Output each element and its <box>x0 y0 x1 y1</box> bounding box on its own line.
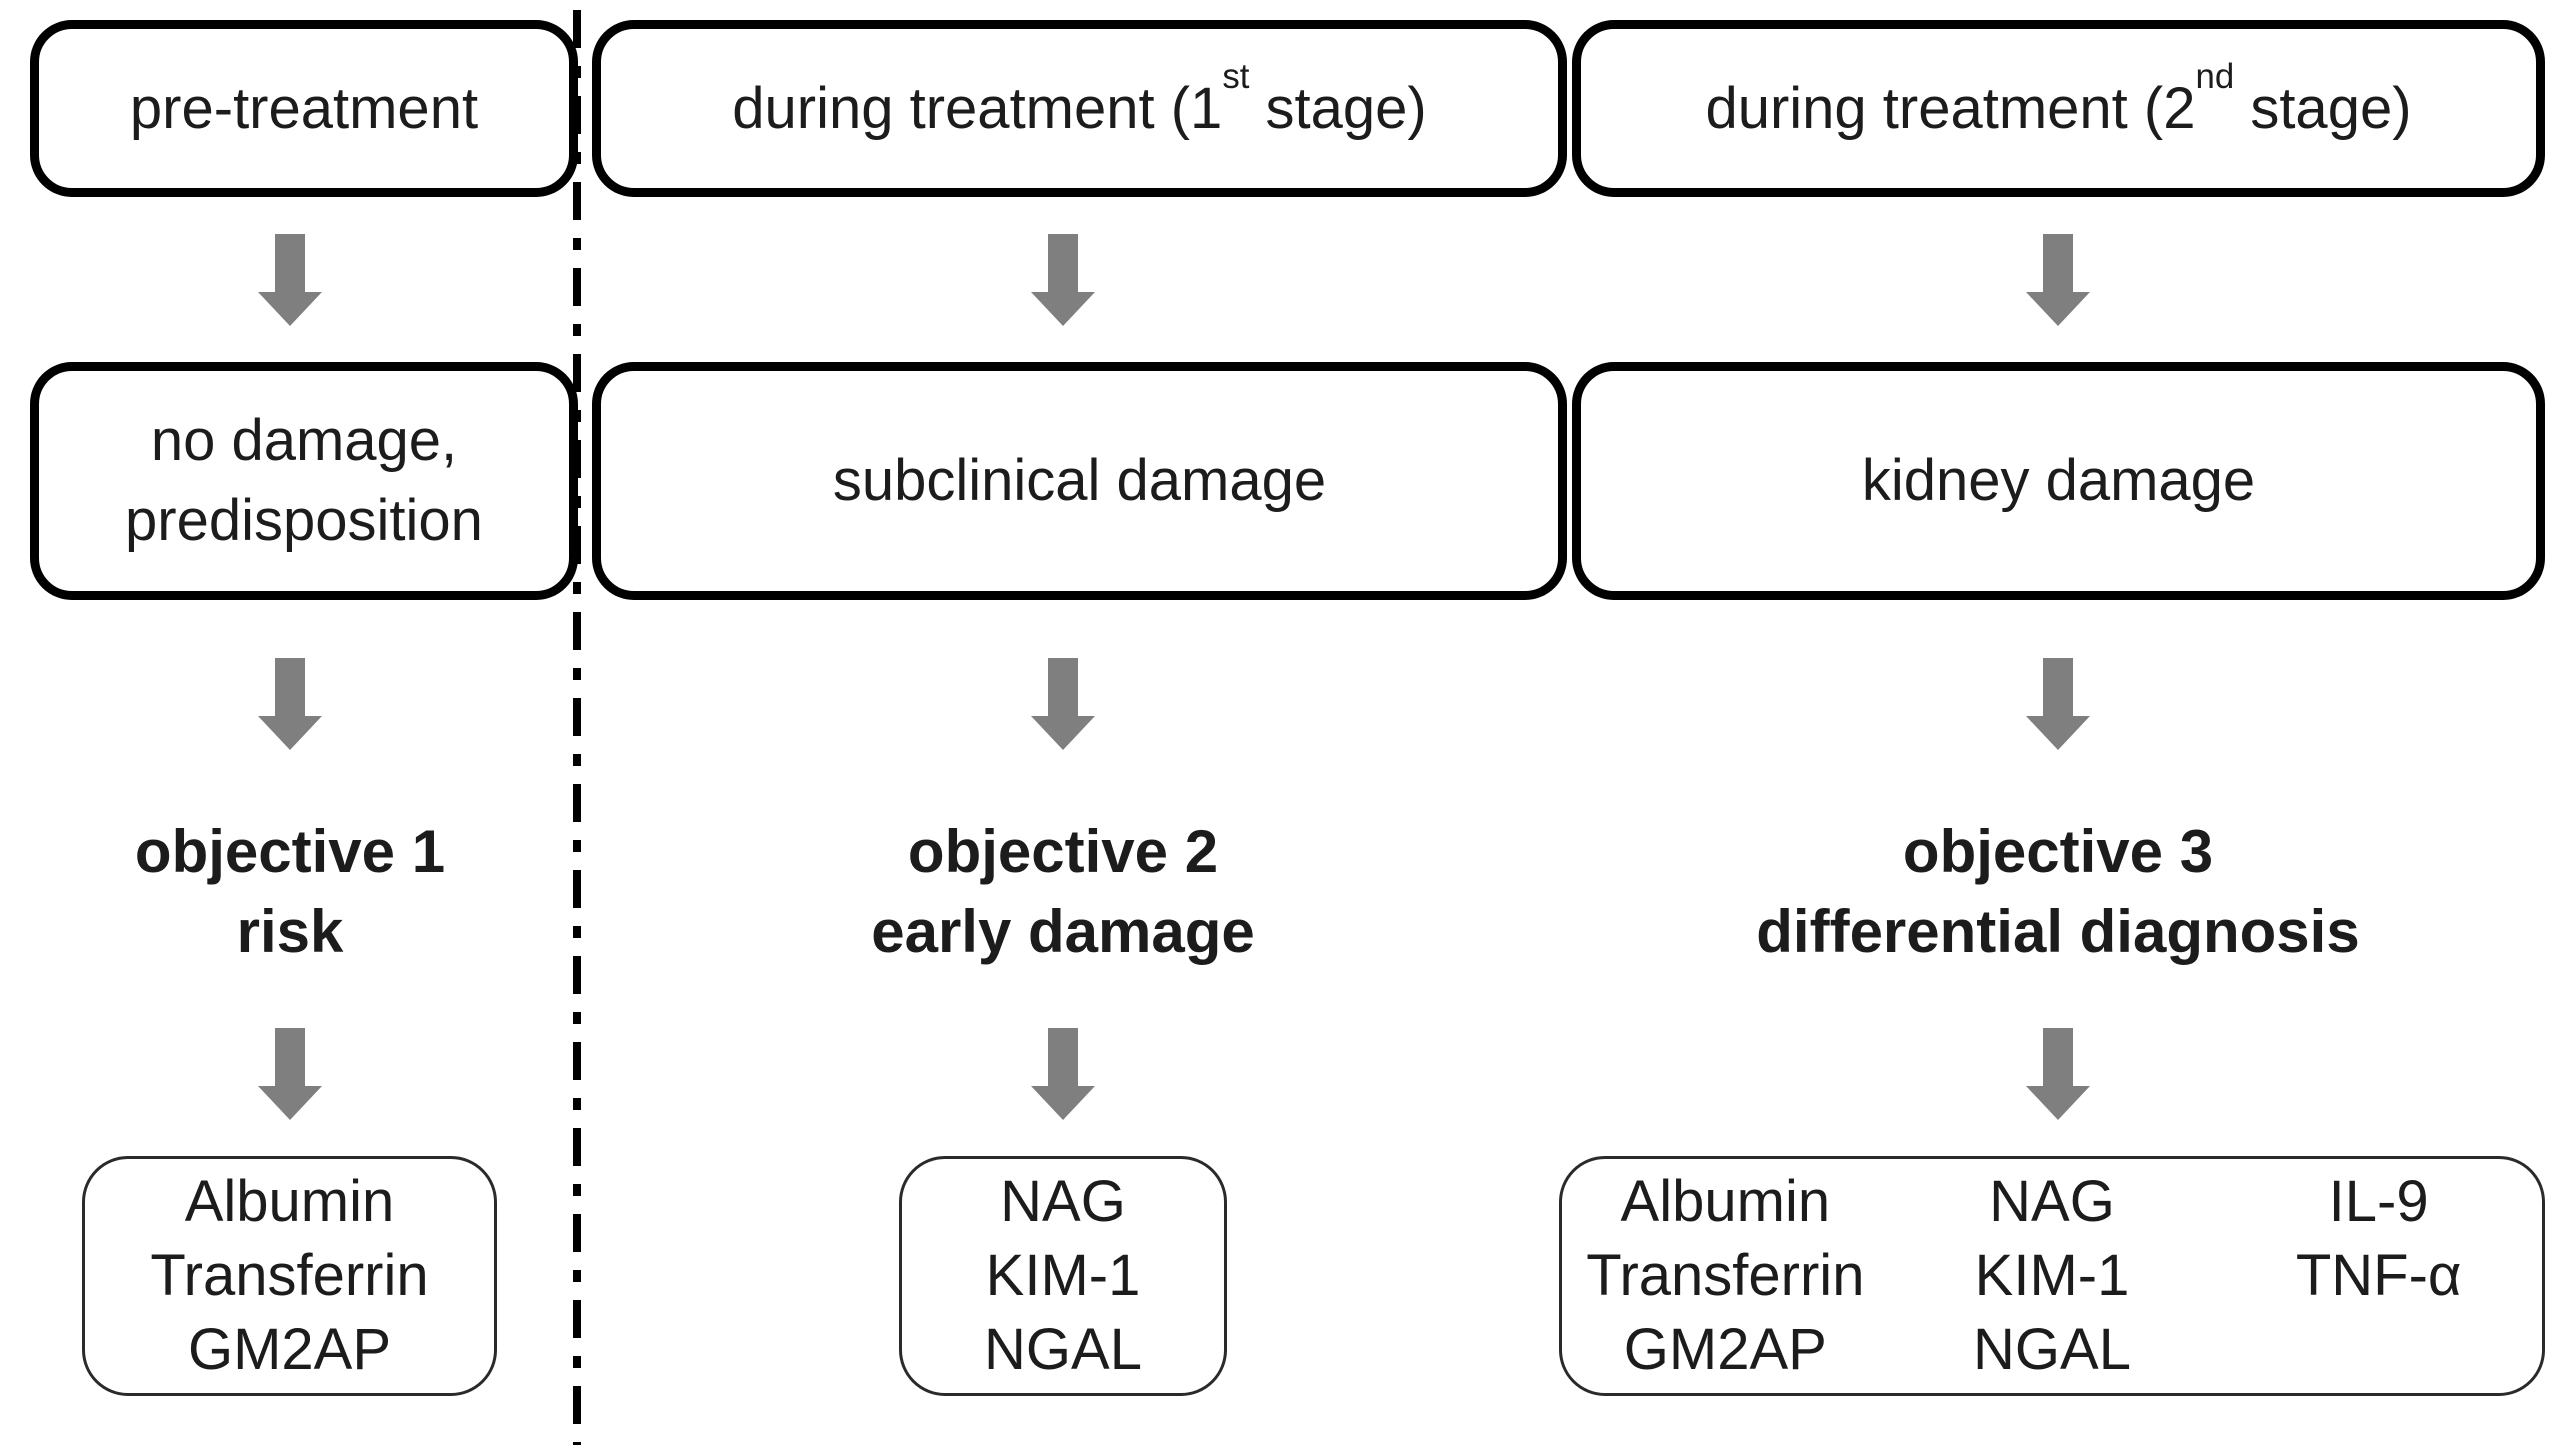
biomarker-list: NAG KIM-1 NGAL <box>984 1165 1142 1387</box>
state-box-kidney-damage: kidney damage <box>1572 362 2545 600</box>
state-label: subclinical damage <box>832 448 1327 513</box>
arrow-shaft <box>2043 1028 2073 1086</box>
biomarker-item: NGAL <box>984 1317 1142 1382</box>
biomarker-item: Albumin <box>1620 1169 1831 1234</box>
arrow-shaft <box>275 234 305 292</box>
biomarker-item: GM2AP <box>187 1317 392 1382</box>
biomarker-item: NAG <box>1000 1169 1126 1234</box>
biomarker-item: KIM-1 <box>1974 1243 2130 1308</box>
biomarker-list: Albumin Transferrin GM2AP <box>1562 1165 1889 1387</box>
biomarker-item: KIM-1 <box>985 1243 1141 1308</box>
arrow-head <box>258 292 322 326</box>
down-arrow-icon <box>2026 658 2090 750</box>
objective-subtitle: differential diagnosis <box>1756 898 2360 965</box>
arrow-shaft <box>275 1028 305 1086</box>
state-box-no-damage: no damage, predisposition <box>30 362 578 600</box>
arrow-head <box>258 1086 322 1120</box>
objective-subtitle: early damage <box>871 898 1255 965</box>
arrow-head <box>1031 716 1095 750</box>
biomarker-grid: Albumin Transferrin GM2AP NAG KIM-1 NGAL… <box>1562 1165 2542 1387</box>
arrow-head <box>2026 292 2090 326</box>
biomarker-list: Albumin Transferrin GM2AP <box>150 1165 428 1387</box>
objective-2-text: objective 2 early damage <box>663 812 1463 972</box>
ordinal-superscript: nd <box>2195 57 2235 97</box>
stage-label: during treatment (1st stage) <box>732 57 1427 141</box>
state-box-subclinical-damage: subclinical damage <box>592 362 1567 600</box>
objective-title: objective 3 <box>1902 818 2214 885</box>
down-arrow-icon <box>1031 1028 1095 1120</box>
objective-title: objective 2 <box>907 818 1219 885</box>
state-label: no damage, predisposition <box>125 408 483 553</box>
stage-label: during treatment (2nd stage) <box>1705 57 2412 141</box>
biomarker-box-differential-diagnosis: Albumin Transferrin GM2AP NAG KIM-1 NGAL… <box>1559 1156 2545 1396</box>
objective-title: objective 1 <box>134 818 446 885</box>
objective-3-text: objective 3 differential diagnosis <box>1658 812 2458 972</box>
down-arrow-icon <box>258 234 322 326</box>
biomarker-item: Albumin <box>184 1169 395 1234</box>
state-label: kidney damage <box>1861 448 2256 513</box>
down-arrow-icon <box>2026 1028 2090 1120</box>
objective-1-text: objective 1 risk <box>0 812 580 972</box>
arrow-head <box>258 716 322 750</box>
biomarker-item: Transferrin <box>1586 1243 1865 1308</box>
biomarker-list: NAG KIM-1 NGAL <box>1889 1165 2216 1387</box>
biomarker-item: Transferrin <box>150 1243 429 1308</box>
arrow-head <box>1031 1086 1095 1120</box>
down-arrow-icon <box>258 658 322 750</box>
arrow-shaft <box>1048 234 1078 292</box>
biomarker-item: IL-9 <box>2328 1169 2429 1234</box>
arrow-shaft <box>2043 658 2073 716</box>
arrow-head <box>1031 292 1095 326</box>
ordinal-superscript: st <box>1222 57 1250 97</box>
arrow-head <box>2026 716 2090 750</box>
divider-dash-dot-line <box>573 10 581 1445</box>
arrow-shaft <box>2043 234 2073 292</box>
objective-subtitle: risk <box>236 898 344 965</box>
biomarker-item: NGAL <box>1973 1317 2131 1382</box>
down-arrow-icon <box>2026 234 2090 326</box>
arrow-shaft <box>1048 1028 1078 1086</box>
stage-label: pre-treatment <box>129 75 479 141</box>
stage-box-during-treatment-2: during treatment (2nd stage) <box>1572 20 2545 197</box>
arrow-shaft <box>275 658 305 716</box>
biomarker-item: NAG <box>1989 1169 2115 1234</box>
biomarker-list: IL-9 TNF-α <box>2215 1165 2542 1313</box>
biomarker-item: TNF-α <box>2295 1243 2462 1308</box>
biomarker-box-risk: Albumin Transferrin GM2AP <box>82 1156 497 1396</box>
down-arrow-icon <box>1031 658 1095 750</box>
arrow-head <box>2026 1086 2090 1120</box>
down-arrow-icon <box>1031 234 1095 326</box>
arrow-shaft <box>1048 658 1078 716</box>
stage-box-during-treatment-1: during treatment (1st stage) <box>592 20 1567 197</box>
biomarker-item: GM2AP <box>1623 1317 1827 1382</box>
stage-box-pre-treatment: pre-treatment <box>30 20 578 197</box>
down-arrow-icon <box>258 1028 322 1120</box>
biomarker-box-early-damage: NAG KIM-1 NGAL <box>899 1156 1227 1396</box>
